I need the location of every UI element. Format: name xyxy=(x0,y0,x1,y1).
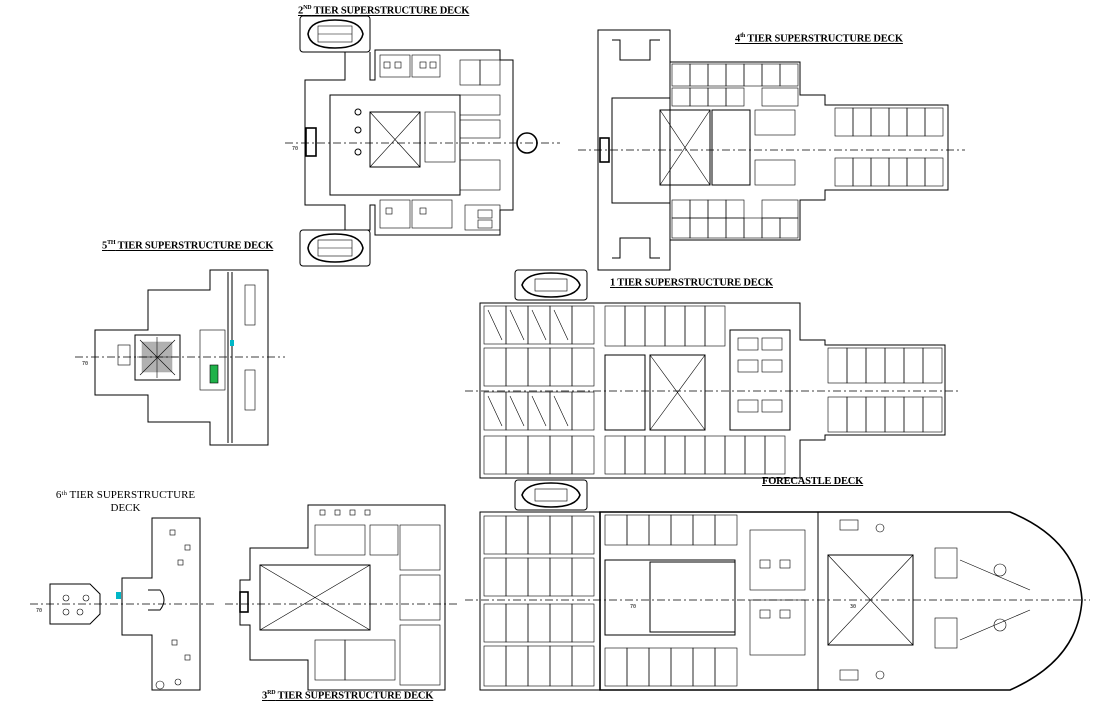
frame-number: 70 xyxy=(292,146,298,152)
tier3-title-sup: RD xyxy=(267,690,276,696)
tier2-title-sup: ND xyxy=(303,5,312,11)
tier2-title: 2ND TIER SUPERSTRUCTURE DECK xyxy=(298,5,469,17)
tier1-title-text: TIER SUPERSTRUCTURE DECK xyxy=(615,277,773,289)
tier5-deck-plan xyxy=(75,269,285,446)
frame-number: 70 xyxy=(82,361,88,367)
tier5-title: 5TH TIER SUPERSTRUCTURE DECK xyxy=(102,240,273,252)
forecastle-deck-plan xyxy=(465,511,1090,691)
tier1-title-number: 1 xyxy=(610,277,616,289)
tier5-title-sup: TH xyxy=(107,240,116,246)
frame-number: 70 xyxy=(630,604,636,610)
frame-number: 70 xyxy=(36,608,42,614)
tier6-title-line1: 6ᵗʰ TIER SUPERSTRUCTURE xyxy=(55,489,196,501)
tier3-title: 3RD TIER SUPERSTRUCTURE DECK xyxy=(262,690,433,702)
tier3-title-number: 3 xyxy=(262,690,268,702)
tier4-title-text: TIER SUPERSTRUCTURE DECK xyxy=(745,33,903,45)
tier2-title-text: TIER SUPERSTRUCTURE DECK xyxy=(311,5,470,17)
lifeboat-1-top xyxy=(514,269,588,301)
tier6-title: 6ᵗʰ TIER SUPERSTRUCTURE DECK xyxy=(48,489,203,515)
frame-number: 30 xyxy=(850,604,856,610)
forecastle-title: FORECASTLE DECK xyxy=(762,476,864,487)
tier6-title-line2: DECK xyxy=(110,502,141,514)
lifeboat-1-bottom xyxy=(514,479,588,511)
tier2-title-number: 2 xyxy=(298,5,304,17)
tier5-title-number: 5 xyxy=(102,240,108,252)
tier2-deck-plan xyxy=(285,15,560,267)
tier5-title-text: TIER SUPERSTRUCTURE DECK xyxy=(115,240,274,252)
lifeboat-bottom xyxy=(299,229,371,267)
tier6-deck-plan xyxy=(30,517,215,691)
tier1-title: 1 TIER SUPERSTRUCTURE DECK xyxy=(610,277,773,289)
tier1-deck-plan xyxy=(465,269,960,511)
tier4-title-number: 4 xyxy=(735,33,741,45)
tier4-deck-plan xyxy=(578,29,965,271)
tier4-title: 4th TIER SUPERSTRUCTURE DECK xyxy=(735,33,903,45)
lifeboat-top xyxy=(299,15,371,53)
frame-numbers: 70 70 70 70 30 xyxy=(36,146,856,614)
tier4-title-sup: th xyxy=(740,33,745,39)
tier3-title-text: TIER SUPERSTRUCTURE DECK xyxy=(275,690,434,702)
tier3-deck-plan xyxy=(225,504,460,691)
